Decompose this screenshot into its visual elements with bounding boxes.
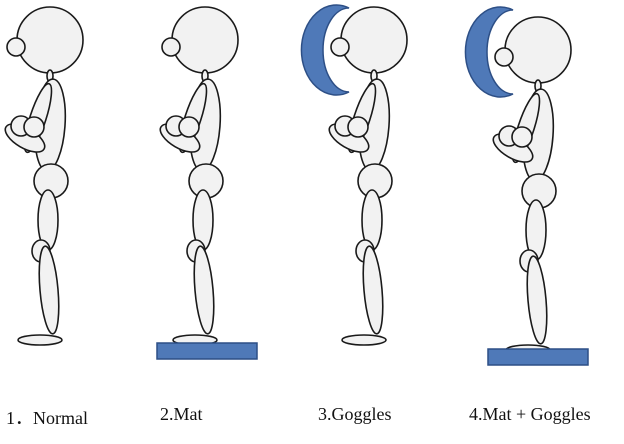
condition-label-mat-goggles: 4.Mat + Goggles bbox=[469, 404, 591, 425]
foam-mat bbox=[488, 349, 588, 365]
condition-label-goggles: 3.Goggles bbox=[318, 404, 392, 425]
foam-mat bbox=[157, 343, 257, 359]
condition-label-normal: 1．Normal bbox=[6, 404, 88, 430]
figure-normal bbox=[1, 7, 83, 345]
figure-goggles bbox=[301, 5, 407, 345]
figure-mat bbox=[156, 7, 257, 359]
condition-label-mat: 2.Mat bbox=[160, 404, 203, 425]
figure-mat-goggles bbox=[465, 7, 588, 365]
